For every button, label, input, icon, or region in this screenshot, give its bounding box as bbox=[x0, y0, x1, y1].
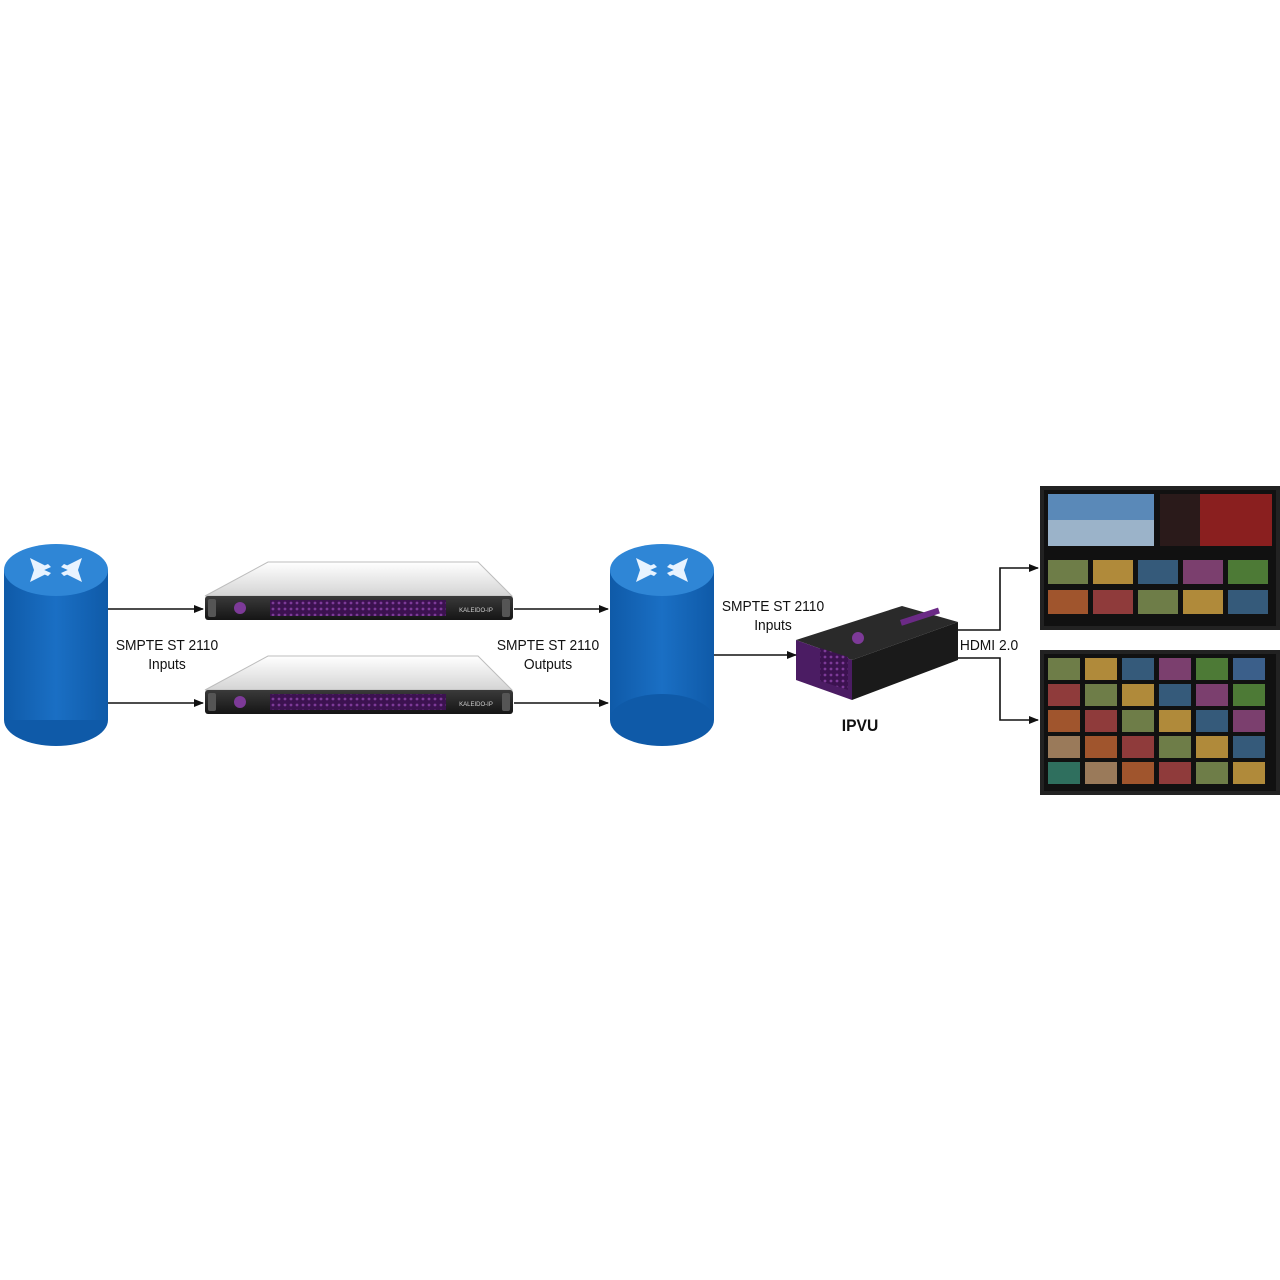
router-arrows-icon bbox=[636, 558, 688, 582]
video-thumbnail bbox=[1233, 710, 1265, 732]
video-thumbnail bbox=[1138, 590, 1178, 614]
label-line: Inputs bbox=[754, 617, 792, 634]
ipvu-device bbox=[796, 606, 958, 700]
video-thumbnail bbox=[1085, 710, 1117, 732]
router-middle bbox=[610, 544, 714, 746]
router-arrows-icon bbox=[30, 558, 82, 582]
video-thumbnail bbox=[1048, 560, 1088, 584]
video-thumbnail bbox=[1228, 560, 1268, 584]
arrow-ipvu-to-monitor-bottom bbox=[958, 657, 1039, 724]
video-thumbnail bbox=[1048, 710, 1080, 732]
video-thumbnail bbox=[1048, 736, 1080, 758]
label-ipvu-inputs: SMPTE ST 2110 Inputs bbox=[717, 597, 829, 635]
label-line: Inputs bbox=[148, 656, 186, 673]
label-line: SMPTE ST 2110 bbox=[496, 637, 600, 654]
monitor-top-tiles bbox=[1048, 560, 1268, 614]
label-hdmi: HDMI 2.0 bbox=[959, 637, 1019, 654]
multiviewer-unit-2: KALEIDO-IP bbox=[204, 655, 514, 714]
video-thumbnail bbox=[1196, 736, 1228, 758]
multiviewer-badge: KALEIDO-IP bbox=[459, 608, 493, 614]
video-thumbnail bbox=[1085, 762, 1117, 784]
video-thumbnail bbox=[1093, 560, 1133, 584]
video-thumbnail bbox=[1159, 762, 1191, 784]
connection-arrows bbox=[108, 564, 1039, 724]
video-thumbnail bbox=[1196, 710, 1228, 732]
video-thumbnail bbox=[1159, 658, 1191, 680]
video-thumbnail bbox=[1048, 762, 1080, 784]
video-thumbnail bbox=[1138, 560, 1178, 584]
multiviewer-unit-1: KALEIDO-IP bbox=[204, 561, 514, 620]
video-thumbnail bbox=[1233, 762, 1265, 784]
video-thumbnail bbox=[1122, 710, 1154, 732]
video-thumbnail bbox=[1196, 658, 1228, 680]
label-line: SMPTE ST 2110 bbox=[721, 598, 825, 615]
video-thumbnail bbox=[1196, 684, 1228, 706]
label-router-inputs: SMPTE ST 2110 Inputs bbox=[111, 636, 223, 674]
video-thumbnail bbox=[1159, 684, 1191, 706]
video-thumbnail bbox=[1233, 684, 1265, 706]
video-thumbnail bbox=[1228, 590, 1268, 614]
video-thumbnail bbox=[1093, 590, 1133, 614]
label-multiviewer-outputs: SMPTE ST 2110 Outputs bbox=[492, 636, 604, 674]
video-thumbnail bbox=[1122, 684, 1154, 706]
video-thumbnail bbox=[1122, 736, 1154, 758]
video-thumbnail bbox=[1085, 658, 1117, 680]
video-thumbnail bbox=[1048, 684, 1080, 706]
router-left bbox=[4, 544, 108, 746]
video-thumbnail bbox=[1048, 590, 1088, 614]
video-thumbnail bbox=[1122, 762, 1154, 784]
multiviewer-badge: KALEIDO-IP bbox=[459, 702, 493, 708]
video-thumbnail bbox=[1085, 736, 1117, 758]
video-thumbnail bbox=[1183, 560, 1223, 584]
video-thumbnail bbox=[1122, 658, 1154, 680]
video-thumbnail bbox=[1159, 710, 1191, 732]
arrow-ipvu-to-monitor-top bbox=[958, 564, 1039, 631]
label-line: Outputs bbox=[523, 656, 573, 673]
video-thumbnail bbox=[1183, 590, 1223, 614]
label-line: SMPTE ST 2110 bbox=[115, 637, 219, 654]
video-thumbnail bbox=[1048, 658, 1080, 680]
video-thumbnail bbox=[1196, 762, 1228, 784]
video-thumbnail bbox=[1085, 684, 1117, 706]
monitor-bottom-tiles bbox=[1048, 658, 1265, 784]
video-thumbnail bbox=[1233, 736, 1265, 758]
video-thumbnail bbox=[1233, 658, 1265, 680]
label-ipvu: IPVU bbox=[841, 716, 879, 735]
video-thumbnail bbox=[1159, 736, 1191, 758]
